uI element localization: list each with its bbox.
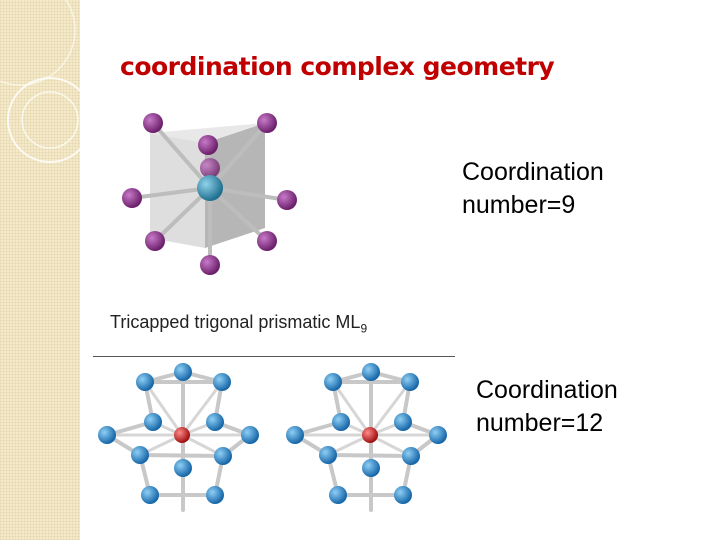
geometry-caption: Tricapped trigonal prismatic ML9	[110, 312, 367, 336]
coordination-number-9-label: Coordination number=9	[462, 156, 604, 222]
tricapped-trigonal-prism-model	[122, 113, 297, 275]
cn12-line2: number=12	[476, 409, 604, 437]
cn9-line2: number=9	[462, 191, 576, 219]
caption-subscript: 9	[360, 321, 368, 336]
cn9-line1: Coordination	[462, 158, 604, 186]
cuboctahedral-model-left	[98, 363, 259, 512]
divider-line	[93, 356, 455, 357]
cn12-line1: Coordination	[476, 376, 618, 404]
cuboctahedral-model-right	[286, 363, 447, 512]
coordination-number-12-label: Coordination number=12	[476, 374, 618, 440]
decorative-circles	[0, 0, 80, 163]
slide-title: coordination complex geometry	[120, 52, 555, 81]
decorative-side-band	[0, 0, 80, 540]
caption-text: Tricapped trigonal prismatic ML	[110, 312, 361, 332]
